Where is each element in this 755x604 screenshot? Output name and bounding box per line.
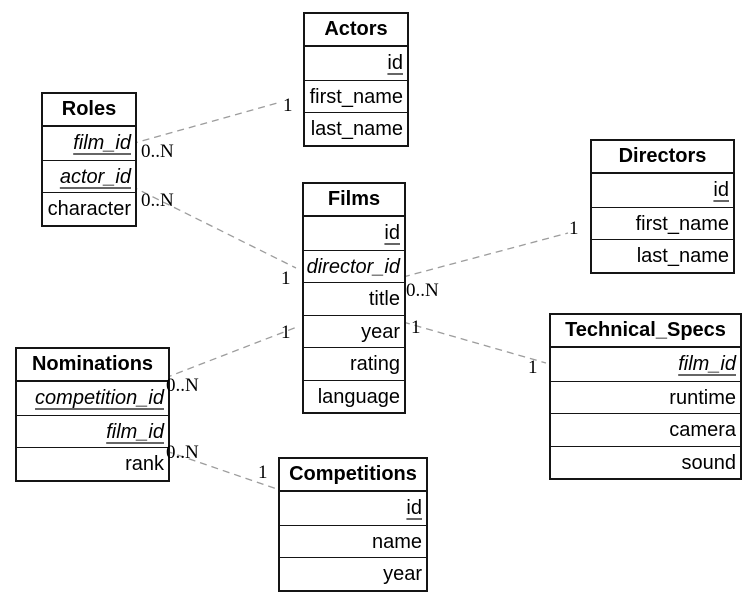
cardinality-label: 1 — [411, 317, 421, 338]
relationship-line-films-technical-specs — [402, 321, 547, 364]
field-row: director_id — [304, 249, 404, 283]
field-label: title — [368, 288, 400, 310]
field-label: director_id — [306, 255, 400, 278]
field-label: actor_id — [59, 165, 131, 188]
field-label: rating — [349, 353, 400, 375]
cardinality-label: 0..N — [166, 375, 199, 396]
field-row: id — [280, 492, 426, 525]
field-label: camera — [669, 419, 736, 441]
field-label: id — [387, 52, 403, 74]
field-row: rating — [304, 347, 404, 380]
field-row: runtime — [551, 380, 740, 414]
entity-actors: Actors id first_name last_name — [303, 12, 409, 147]
field-label: id — [713, 179, 729, 201]
field-row: first_name — [592, 206, 733, 240]
cardinality-label: 0..N — [141, 141, 174, 162]
entity-roles: Roles film_id actor_id character — [41, 92, 137, 227]
relationship-line-roles-actors — [130, 101, 282, 145]
entity-title: Roles — [43, 94, 135, 127]
field-row: last_name — [592, 239, 733, 272]
field-row: film_id — [17, 414, 168, 448]
field-label: film_id — [106, 420, 164, 443]
entity-competitions: Competitions id name year — [278, 457, 428, 592]
field-label: competition_id — [35, 387, 164, 409]
field-row: competition_id — [17, 382, 168, 415]
entity-title: Nominations — [17, 349, 168, 382]
field-label: character — [47, 198, 131, 220]
field-row: title — [304, 282, 404, 315]
field-label: last_name — [636, 245, 729, 267]
cardinality-label: 1 — [283, 95, 293, 116]
field-label: language — [317, 385, 400, 408]
cardinality-label: 1 — [281, 322, 291, 343]
relationship-line-roles-films — [130, 185, 297, 269]
relationship-line-nominations-films — [164, 326, 298, 379]
field-label: name — [371, 530, 422, 553]
field-row: id — [592, 174, 733, 207]
field-label: film_id — [73, 132, 131, 154]
field-row: last_name — [305, 112, 407, 145]
field-row: film_id — [551, 348, 740, 381]
field-label: year — [361, 320, 400, 343]
field-label: sound — [681, 451, 737, 474]
field-row: character — [43, 192, 135, 225]
field-row: name — [280, 524, 426, 558]
entity-title: Technical_Specs — [551, 315, 740, 348]
cardinality-label: 1 — [569, 218, 579, 239]
entity-directors: Directors id first_name last_name — [590, 139, 735, 274]
field-row: year — [304, 314, 404, 348]
field-label: id — [406, 497, 422, 519]
field-label: runtime — [669, 386, 736, 409]
field-row: id — [304, 217, 404, 250]
entity-title: Directors — [592, 141, 733, 174]
cardinality-label: 1 — [258, 462, 268, 483]
field-row: rank — [17, 447, 168, 480]
field-label: id — [384, 222, 400, 244]
cardinality-label: 1 — [281, 268, 291, 289]
entity-title: Competitions — [280, 459, 426, 492]
cardinality-label: 0..N — [141, 190, 174, 211]
field-row: language — [304, 379, 404, 413]
cardinality-label: 0..N — [406, 280, 439, 301]
field-row: first_name — [305, 79, 407, 113]
relationship-line-films-directors — [402, 232, 569, 278]
cardinality-label: 1 — [528, 357, 538, 378]
field-row: actor_id — [43, 159, 135, 193]
field-row: year — [280, 557, 426, 590]
field-row: id — [305, 47, 407, 80]
field-label: first_name — [635, 212, 729, 235]
field-label: first_name — [309, 85, 403, 108]
entity-title: Films — [304, 184, 404, 217]
field-label: year — [383, 563, 422, 585]
field-label: last_name — [310, 118, 403, 140]
field-row: film_id — [43, 127, 135, 160]
field-label: rank — [125, 453, 164, 475]
entity-title: Actors — [305, 14, 407, 47]
field-label: film_id — [678, 353, 736, 375]
field-row: camera — [551, 413, 740, 446]
field-row: sound — [551, 445, 740, 479]
cardinality-label: 0..N — [166, 442, 199, 463]
relationship-line-nominations-competitions — [165, 450, 278, 490]
